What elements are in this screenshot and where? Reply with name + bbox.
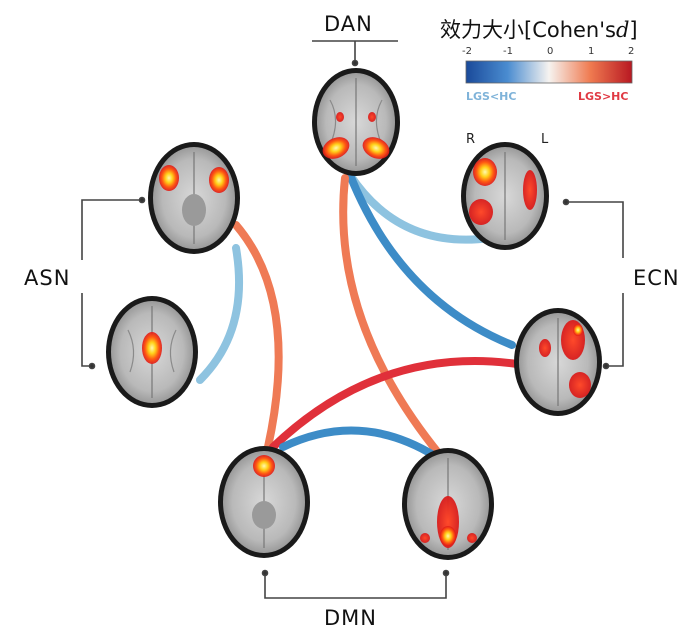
brain-dan bbox=[312, 68, 400, 176]
connection-dmn-ecn bbox=[269, 357, 521, 451]
brain-dmn-right bbox=[402, 448, 494, 560]
connection-dan-ecn-upper bbox=[346, 171, 494, 244]
brain-ecn-top bbox=[461, 142, 549, 250]
legend-high-label: LGS>HC bbox=[578, 90, 629, 103]
dmn-bracket bbox=[264, 575, 447, 599]
colorbar bbox=[465, 60, 633, 84]
connection-asn-internal bbox=[196, 244, 244, 384]
brain-ecn-bottom bbox=[514, 308, 602, 416]
tick-label: 0 bbox=[547, 46, 554, 57]
asn-bracket-dot-bottom bbox=[88, 362, 96, 370]
brain-asn-bottom bbox=[106, 296, 198, 408]
dmn-label: DMN bbox=[324, 606, 377, 630]
connection-dmn-internal bbox=[279, 426, 439, 460]
brain-dmn-left bbox=[218, 446, 310, 558]
asn-label: ASN bbox=[24, 266, 71, 290]
ecn-label: ECN bbox=[633, 266, 680, 290]
connection-dan-ecn-lower bbox=[346, 171, 516, 349]
brain-asn-top bbox=[148, 142, 240, 254]
dan-bracket bbox=[312, 40, 398, 60]
legend-title: 效力大小[Cohen'sd] bbox=[440, 14, 638, 44]
dmn-bracket-dot-right bbox=[442, 569, 450, 577]
asn-bracket-dot-top bbox=[138, 196, 146, 204]
legend-title-text: 效力大小[Cohen's bbox=[440, 18, 616, 42]
tick-label: 2 bbox=[628, 46, 635, 57]
legend-title-d: d bbox=[615, 18, 630, 42]
dan-label: DAN bbox=[324, 12, 373, 36]
orientation-left-label: L bbox=[541, 132, 549, 147]
ecn-bracket-dot-top bbox=[562, 198, 570, 206]
connection-asn-dmn bbox=[232, 221, 283, 451]
asn-bracket bbox=[81, 199, 140, 367]
tick-label: 1 bbox=[588, 46, 595, 57]
brackets bbox=[81, 40, 624, 599]
tick-label: -1 bbox=[503, 46, 513, 57]
legend-low-label: LGS<HC bbox=[466, 90, 517, 103]
tick-label: -2 bbox=[462, 46, 472, 57]
dmn-bracket-dot-left bbox=[261, 569, 269, 577]
ecn-bracket bbox=[568, 201, 624, 367]
ecn-bracket-dot-bottom bbox=[602, 362, 610, 370]
legend-title-close: ] bbox=[629, 18, 638, 42]
orientation-right-label: R bbox=[466, 132, 476, 147]
connections bbox=[196, 171, 521, 460]
connection-dan-dmn-right bbox=[339, 174, 444, 459]
dan-bracket-dot bbox=[351, 59, 359, 67]
